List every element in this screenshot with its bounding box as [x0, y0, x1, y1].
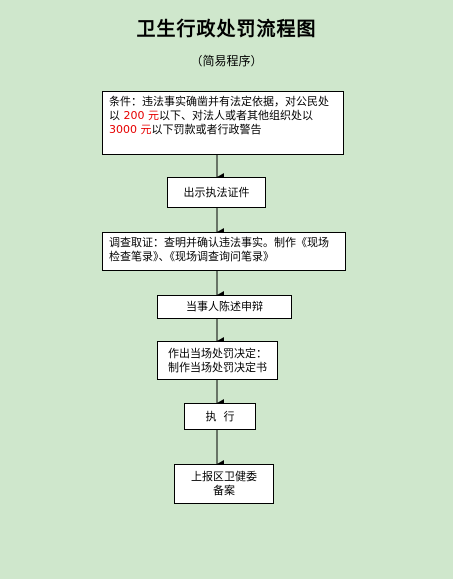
decision-label-line2: 制作当场处罚决定书: [168, 360, 267, 374]
statement-label: 当事人陈述申辩: [186, 300, 263, 313]
condition-text-2: 以下、对法人或者其他组织处以: [159, 109, 313, 122]
condition-box: 条件：违法事实确凿并有法定依据，对公民处以 200 元以下、对法人或者其他组织处…: [102, 91, 344, 155]
decision-label-line1: 作出当场处罚决定：: [168, 346, 267, 360]
decision-box: 作出当场处罚决定： 制作当场处罚决定书: [157, 341, 278, 380]
condition-amount-organization: 3000 元: [109, 123, 152, 136]
report-box: 上报区卫健委 备案: [174, 464, 274, 504]
page-title: 卫生行政处罚流程图: [136, 18, 317, 40]
execute-box: 执 行: [184, 403, 256, 430]
investigate-label: 调查取证：查明并确认违法事实。制作《现场检查笔录》、《现场调查询问笔录》: [109, 236, 329, 263]
execute-label: 执 行: [205, 409, 235, 423]
condition-amount-individual: 200 元: [123, 109, 160, 122]
report-label-line2: 备案: [213, 484, 235, 497]
condition-text-3: 以下罚款或者行政警告: [151, 123, 262, 136]
investigate-box: 调查取证：查明并确认违法事实。制作《现场检查笔录》、《现场调查询问笔录》: [102, 232, 346, 271]
statement-box: 当事人陈述申辩: [157, 295, 292, 319]
show-certificate-box: 出示执法证件: [167, 177, 266, 208]
report-label-line1: 上报区卫健委: [191, 470, 257, 483]
condition-text-1: 条件：违法事实确凿并有法定依据，对公民处以: [109, 95, 329, 122]
page-subtitle: （简易程序）: [190, 54, 263, 68]
show-certificate-label: 出示执法证件: [183, 185, 250, 199]
